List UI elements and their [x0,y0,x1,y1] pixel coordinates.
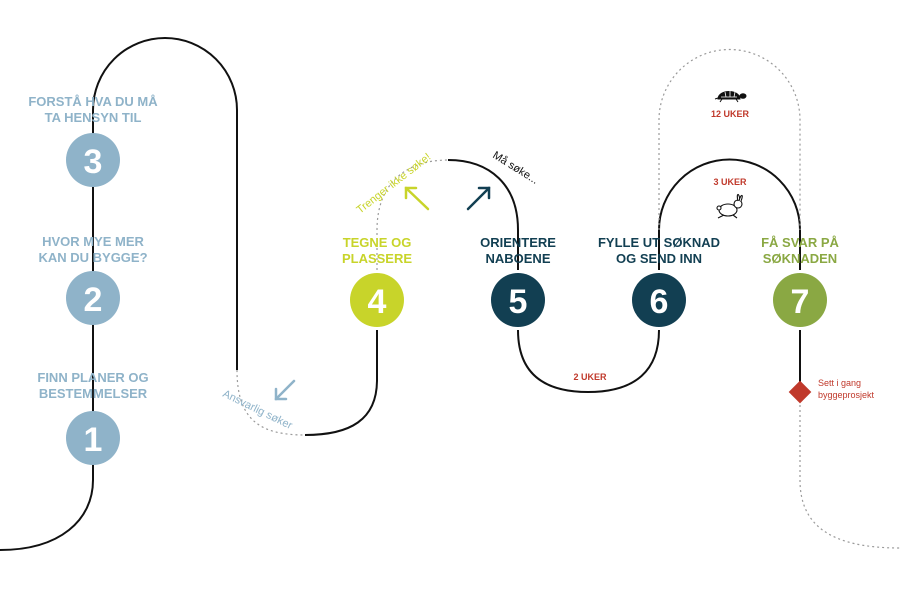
step-3-label-line1: FORSTÅ HVA DU MÅ [28,94,158,109]
step-2: 2 HVOR MYE MER KAN DU BYGGE? [38,234,148,325]
step-6-circle [632,273,686,327]
turtle-icon [714,91,747,103]
step-4-circle [350,273,404,327]
three-weeks-label: 3 UKER [713,177,747,187]
step-2-label-line1: HVOR MYE MER [42,234,144,249]
twelve-weeks-label: 12 UKER [711,109,750,119]
step-4-label-line2: PLASSERE [342,251,412,266]
step-2-circle [66,271,120,325]
step-1-label-line2: BESTEMMELSER [39,386,148,401]
process-path-lower [304,330,378,436]
step-5: 5 ORIENTERE NABOENE [480,235,556,327]
step-7-label-line2: SØKNADEN [763,251,837,266]
step-6-number: 6 [650,283,669,321]
step-6: 6 FYLLE UT SØKNAD OG SEND INN [598,235,720,327]
start-project-label-line1: Sett i gang [818,378,861,388]
process-path [0,37,238,551]
step-6-label-line1: FYLLE UT SØKNAD [598,235,720,250]
step-5-circle [491,273,545,327]
step-7-label-line1: FÅ SVAR PÅ [761,235,839,250]
two-weeks-label: 2 UKER [573,372,607,382]
must-apply-path [447,159,519,270]
step-3-label-line2: TA HENSYN TIL [45,110,142,125]
step-3-circle [66,133,120,187]
responsible-applicant-path [236,369,306,436]
arrow-up-left-icon [404,186,430,211]
step-5-label-line1: ORIENTERE [480,235,556,250]
step-1-label-line1: FINN PLANER OG [37,370,148,385]
step-3: 3 FORSTÅ HVA DU MÅ TA HENSYN TIL [28,94,158,187]
continuation-path [799,395,900,549]
step-6-label-line2: OG SEND INN [616,251,702,266]
no-application-path [376,159,449,270]
rabbit-icon [716,193,743,219]
must-apply-label: Må søke... [490,149,540,186]
step-1: 1 FINN PLANER OG BESTEMMELSER [37,370,149,465]
step-4-label-line1: TEGNE OG [343,235,412,250]
step-2-number: 2 [84,281,103,319]
step-7-number: 7 [791,283,810,321]
diamond-icon [788,380,812,404]
no-application-label: Trenger ikke søke! [354,151,433,216]
step-7-circle [773,273,827,327]
three-weeks-path [658,158,801,270]
step-7: 7 FÅ SVAR PÅ SØKNADEN [761,235,839,327]
step-2-label-line2: KAN DU BYGGE? [38,250,147,265]
step-1-circle [66,411,120,465]
arrow-down-left-icon [274,379,296,401]
neighbours-path [517,329,660,394]
arrow-up-right-icon [466,186,491,211]
step-4-number: 4 [368,283,387,321]
responsible-applicant-label: Ansvarlig søker [221,388,295,432]
step-3-number: 3 [84,143,103,181]
step-5-number: 5 [509,283,528,321]
step-1-number: 1 [84,421,103,459]
step-5-label-line2: NABOENE [485,251,550,266]
twelve-weeks-path [658,48,801,230]
step-4: 4 TEGNE OG PLASSERE [342,235,412,327]
start-project-label-line2: byggeprosjekt [818,390,875,400]
